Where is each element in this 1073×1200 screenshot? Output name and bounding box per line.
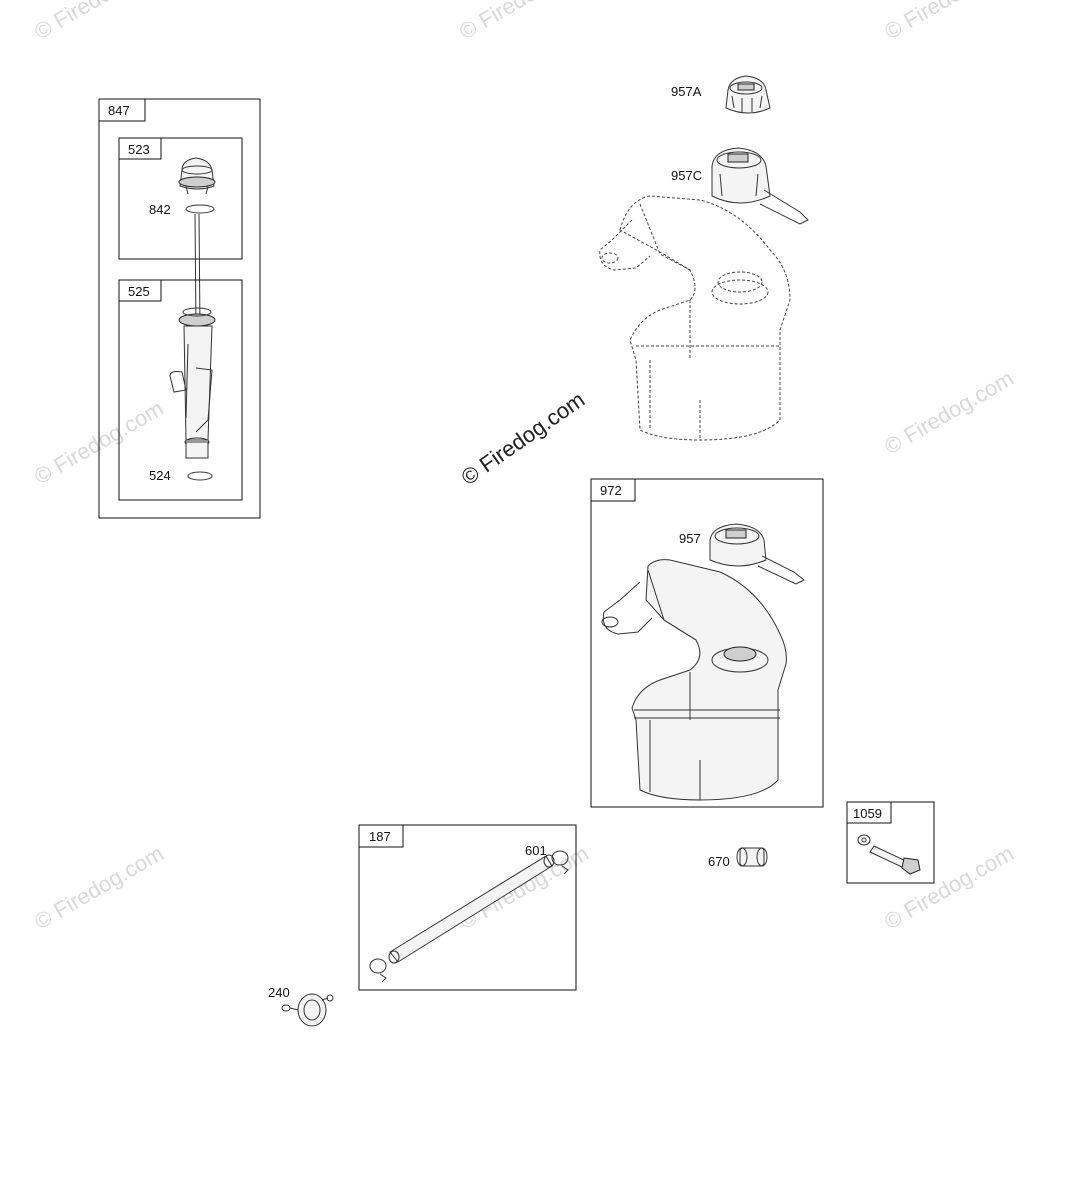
watermark-mid-right: © Firedog.com: [880, 365, 1018, 459]
callout-601: 601: [525, 843, 547, 858]
bushing-670-icon: [736, 847, 768, 867]
group-972: 972 957: [590, 478, 824, 808]
watermark-center: © Firedog.com: [457, 387, 590, 490]
hose-clamp-icon: [369, 958, 387, 983]
dipstick-tube-icon: [169, 307, 216, 459]
group-525-frame: [118, 279, 243, 501]
group-523-tag: [118, 137, 162, 160]
callout-670: 670: [708, 854, 730, 869]
group-187-label: 187: [369, 829, 391, 844]
o-ring-524-icon: [187, 471, 213, 481]
callout-957c: 957C: [671, 168, 702, 183]
group-525-tag: [118, 279, 162, 302]
callout-957: 957: [679, 531, 701, 546]
group-847-tag: [98, 98, 146, 122]
watermark-top-right: © Firedog.com: [880, 0, 1018, 44]
group-523-label: 523: [128, 142, 150, 157]
watermark-low-left: © Firedog.com: [30, 840, 168, 934]
group-972-frame: [590, 478, 824, 808]
group-1059-tag: [846, 801, 892, 824]
fuel-line-icon: [388, 854, 555, 964]
callout-842: 842: [149, 202, 171, 217]
bolt-1059-icon: [857, 834, 921, 875]
group-972-label: 972: [600, 483, 622, 498]
dipstick-rod-icon: [194, 213, 197, 331]
group-1059: 1059: [846, 801, 935, 884]
fuel-tank-icon: [601, 559, 787, 801]
callout-957a: 957A: [671, 84, 702, 99]
group-187: 187 601: [358, 824, 577, 991]
o-ring-842-icon: [185, 204, 215, 214]
fuel-cap-957c-icon: [711, 147, 809, 225]
watermark-low-right: © Firedog.com: [880, 840, 1018, 934]
group-525-label: 525: [128, 284, 150, 299]
group-187-tag: [358, 824, 404, 848]
group-187-frame: [358, 824, 577, 991]
watermark-top-center: © Firedog.com: [455, 0, 593, 44]
group-972-tag: [590, 478, 636, 502]
fuel-cap-957a-icon: [725, 75, 771, 114]
watermark-top-left: © Firedog.com: [30, 0, 168, 44]
watermark-group: © Firedog.com © Firedog.com © Firedog.co…: [30, 0, 1018, 934]
filter-240-icon: [281, 993, 334, 1027]
watermark-low-center: © Firedog.com: [455, 840, 593, 934]
group-523-frame: [118, 137, 243, 260]
group-847: 847 523 842 525: [98, 98, 261, 519]
fuel-tank-outline-icon: [599, 195, 791, 441]
group-1059-label: 1059: [853, 806, 882, 821]
dipstick-cap-icon: [178, 157, 216, 195]
group-847-label: 847: [108, 103, 130, 118]
callout-524: 524: [149, 468, 171, 483]
fuel-cap-957-icon: [709, 523, 805, 585]
group-847-frame: [98, 98, 261, 519]
hose-clamp-601-icon: [551, 850, 569, 875]
callout-240: 240: [268, 985, 290, 1000]
